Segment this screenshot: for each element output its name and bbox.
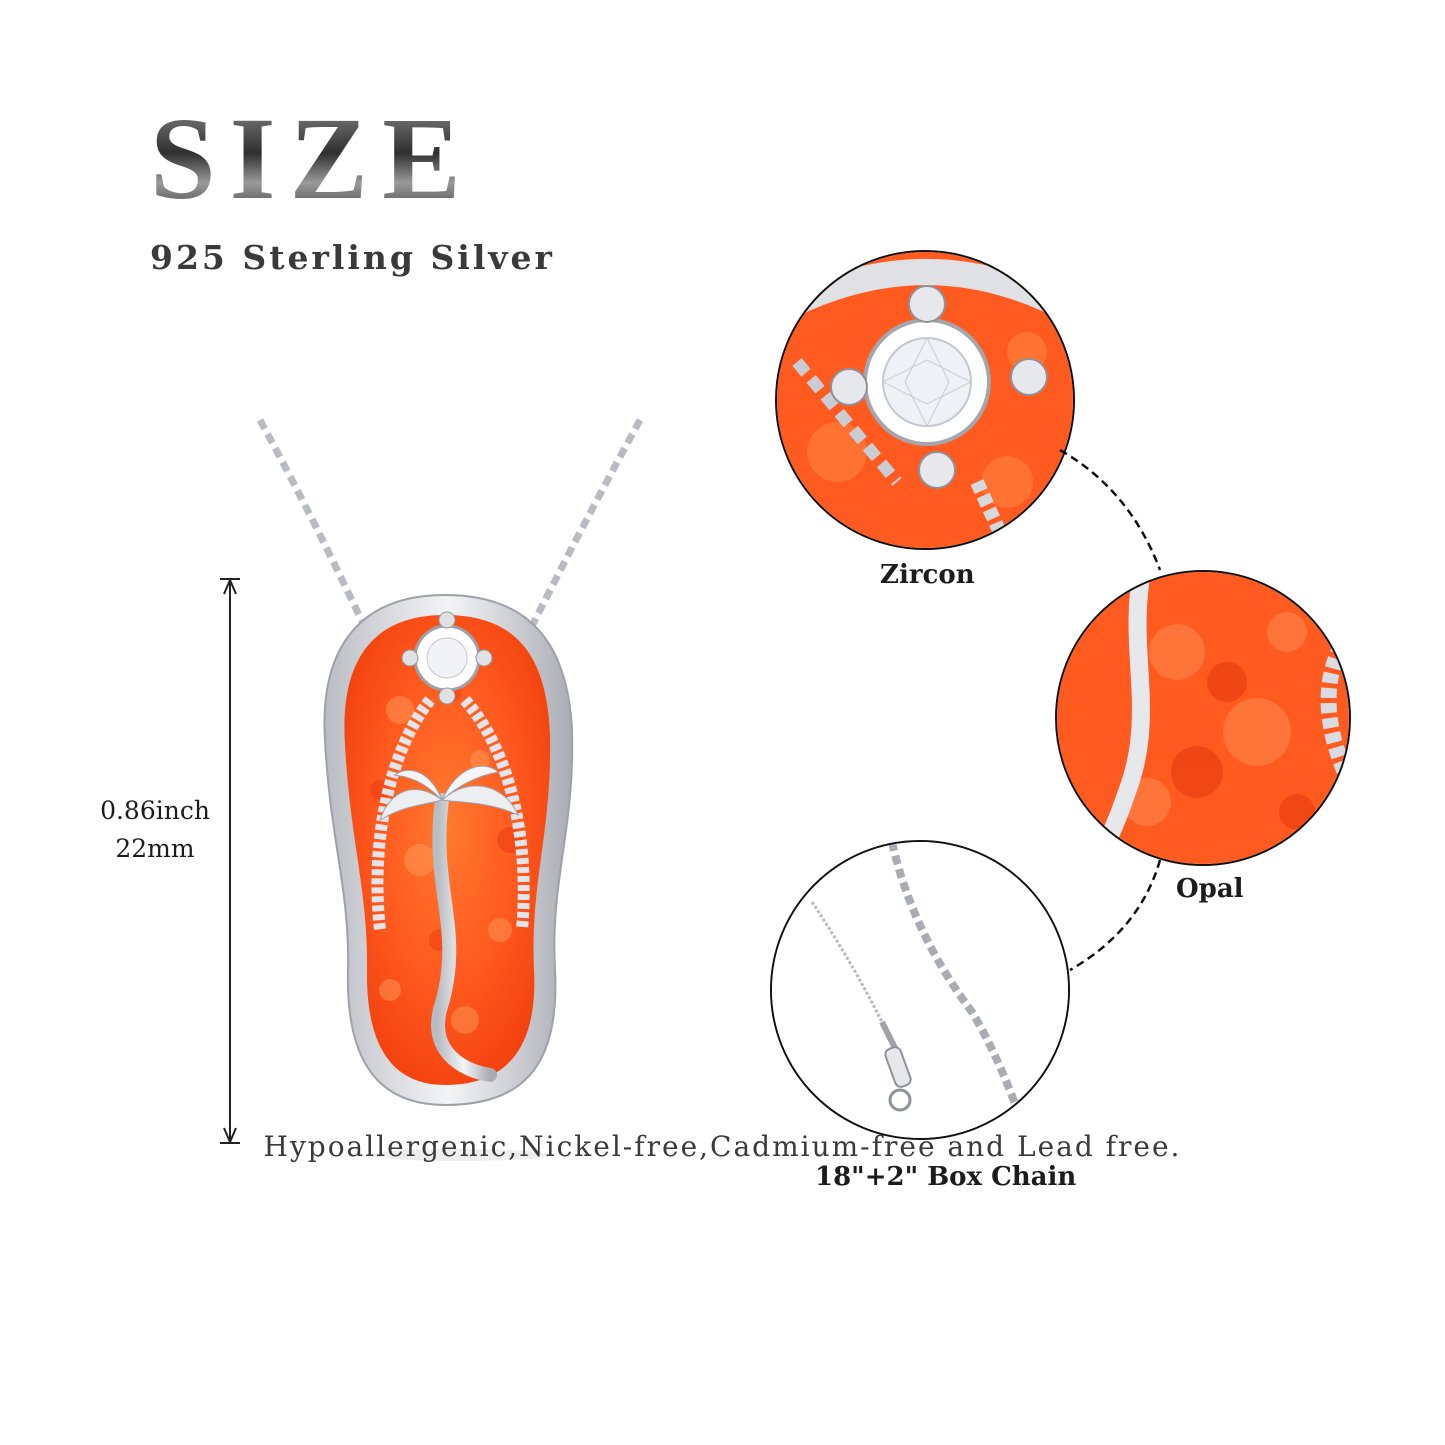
dimension-mm: 22mm [115,834,195,863]
footer-note: Hypoallergenic,Nickel-free,Cadmium-free … [263,1130,1182,1163]
chain-label: 18"+2" Box Chain [815,1162,1077,1192]
dimension-label: 0.86inch 22mm [80,792,230,868]
opal-label: Opal [1176,874,1244,904]
page-title: SIZE [150,93,475,224]
chain-detail-image [770,840,1070,1140]
opal-detail-image [1055,570,1351,866]
connector-lines [1050,440,1180,980]
dimension-inch: 0.86inch [100,796,210,825]
zircon-detail-image [775,250,1075,550]
zircon-label: Zircon [880,560,975,590]
dimension-line [215,578,245,1144]
material-subtitle: 925 Sterling Silver [150,238,555,277]
pendant-image [230,410,660,1170]
